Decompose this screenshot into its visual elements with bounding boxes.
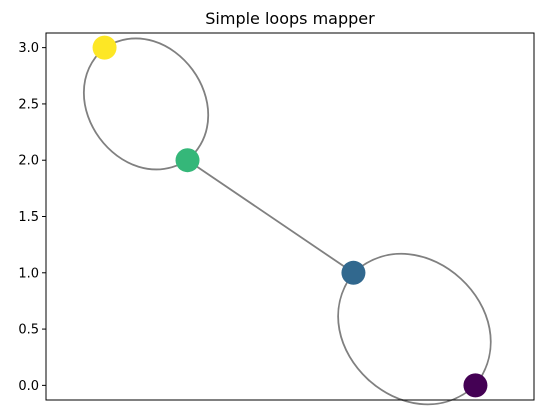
graph-edge [104, 37, 210, 161]
plot-frame [45, 32, 535, 401]
y-tick-label: 0.0 [18, 379, 39, 394]
graph-node [463, 373, 488, 398]
y-tick-label: 2.5 [18, 97, 39, 112]
chart-title: Simple loops mapper [205, 9, 375, 28]
y-tick-label: 1.5 [18, 210, 39, 225]
graph-node [92, 35, 117, 60]
edges-layer [83, 37, 492, 406]
graph-edge [187, 159, 354, 274]
y-tick-label: 3.0 [18, 41, 39, 56]
graph-edge [83, 46, 188, 171]
y-tick-label: 0.5 [18, 323, 39, 338]
nodes-layer [92, 35, 488, 398]
graph-edge [352, 252, 492, 386]
y-tick-label: 1.0 [18, 266, 39, 281]
graph-node [175, 148, 200, 173]
graph-node [341, 260, 366, 285]
graph-edge [337, 272, 477, 406]
y-tick-label: 2.0 [18, 154, 39, 169]
y-axis: 0.0 0.5 1.0 1.5 2.0 2.5 3.0 [18, 41, 46, 394]
